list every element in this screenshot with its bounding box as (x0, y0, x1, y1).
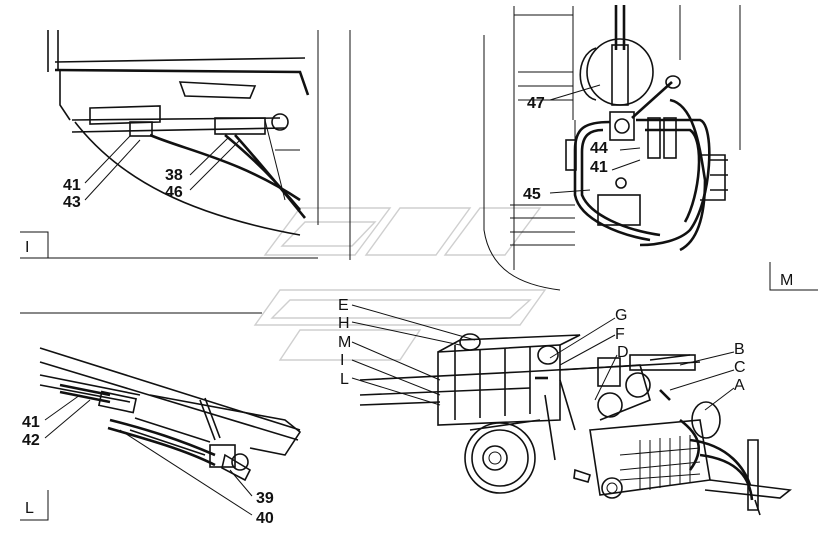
machine-letter-i: I (340, 352, 344, 369)
panel-m (483, 5, 818, 291)
machine-letter-g: G (615, 307, 627, 324)
machine-letter-d: D (617, 344, 629, 361)
panel-l (20, 312, 302, 521)
callout-m-45: 45 (523, 186, 541, 203)
machine-letter-l: L (340, 371, 349, 388)
machine-letter-b: B (734, 341, 745, 358)
baler-machine (351, 304, 792, 516)
machine-letter-c: C (734, 359, 746, 376)
callout-l-39: 39 (256, 490, 274, 507)
callout-m-47: 47 (527, 95, 545, 112)
callout-i-41: 41 (63, 177, 81, 194)
panel-l-letter: L (25, 500, 34, 517)
callout-m-44: 44 (590, 140, 608, 157)
panel-i-letter: I (25, 239, 29, 256)
machine-letter-f: F (615, 326, 625, 343)
panel-m-letter: M (780, 272, 793, 289)
machine-letter-h: H (338, 315, 350, 332)
callout-i-46: 46 (165, 184, 183, 201)
panel-i (20, 30, 351, 260)
machine-letter-a: A (734, 377, 745, 394)
machine-letter-m: M (338, 334, 351, 351)
watermark-logo (253, 207, 547, 361)
callout-m-41: 41 (590, 159, 608, 176)
callout-i-43: 43 (63, 194, 81, 211)
callout-i-38: 38 (165, 167, 183, 184)
callout-l-42: 42 (22, 432, 40, 449)
callout-l-40: 40 (256, 510, 274, 527)
callout-l-41: 41 (22, 414, 40, 431)
machine-letter-e: E (338, 297, 349, 314)
